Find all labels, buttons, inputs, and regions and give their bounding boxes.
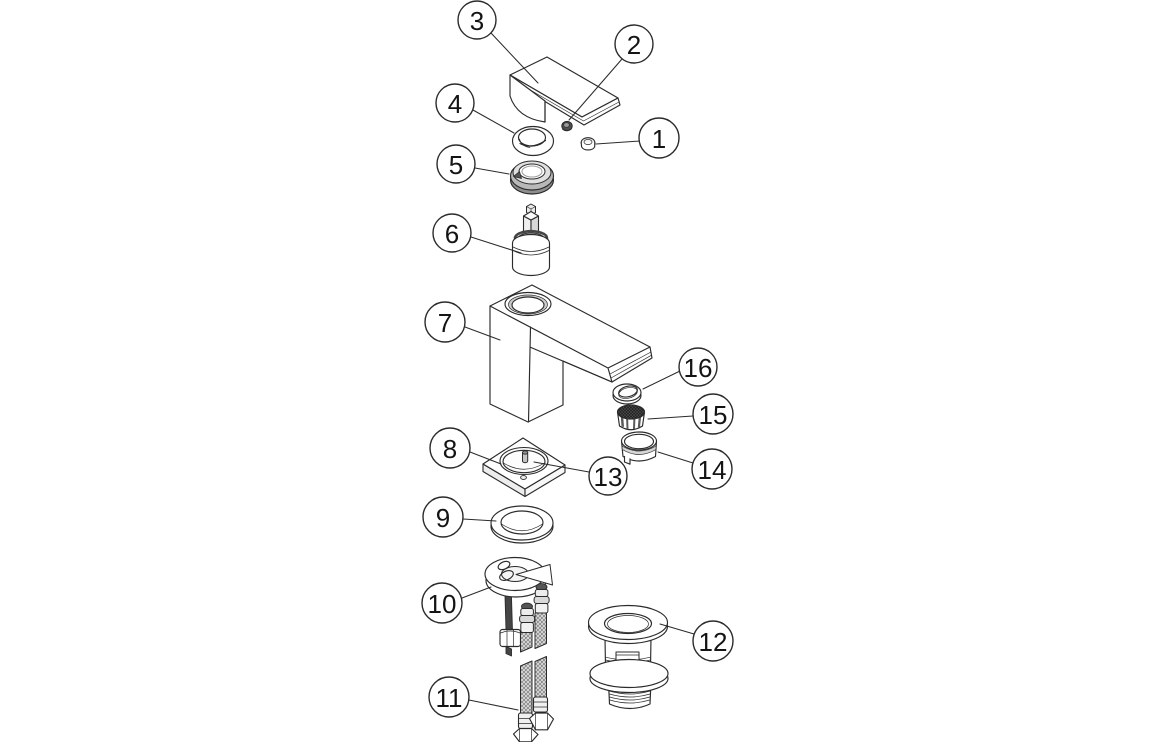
part-base-plate: [482, 437, 566, 498]
part-cover-cap: [580, 137, 596, 151]
callout-1: [638, 117, 680, 159]
callout-6: [432, 213, 472, 253]
leader-line-10: [461, 586, 492, 599]
part-spout-washer: [612, 383, 642, 405]
leader-line-9: [462, 518, 497, 522]
part-seal-washer: [490, 505, 554, 544]
callout-label-8: 8: [443, 434, 457, 464]
part-aerator-insert: [616, 404, 646, 431]
callout-label-3: 3: [470, 6, 484, 36]
callout-5: [436, 144, 476, 184]
part-grub-screw: [561, 120, 573, 132]
part-fixing-pin: [522, 450, 529, 464]
callout-label-11: 11: [436, 683, 463, 713]
leader-line-12: [659, 623, 695, 635]
leader-line-15: [647, 415, 694, 420]
leader-line-13: [533, 461, 590, 473]
callout-4: [435, 83, 475, 123]
callout-label-1: 1: [652, 124, 666, 154]
callout-label-10: 10: [428, 589, 457, 619]
callout-label-13: 13: [594, 462, 623, 492]
callout-label-5: 5: [449, 150, 463, 180]
callout-label-12: 12: [699, 627, 728, 657]
callout-label-14: 14: [698, 455, 727, 485]
part-trim-ring: [511, 125, 555, 157]
part-aerator-housing: [620, 431, 658, 465]
leader-line-7: [464, 326, 501, 341]
callout-16: [678, 347, 718, 387]
leader-line-6: [470, 236, 522, 254]
leader-line-8: [469, 451, 502, 465]
callout-8: [429, 427, 471, 469]
part-cartridge: [511, 203, 551, 277]
part-tap-body: [489, 284, 653, 423]
callout-label-6: 6: [445, 219, 459, 249]
leader-line-11: [468, 699, 519, 711]
part-lock-ring: [509, 160, 555, 195]
callout-label-9: 9: [436, 503, 450, 533]
callout-label-15: 15: [699, 400, 728, 430]
leader-line-4: [472, 109, 515, 134]
callout-3: [457, 0, 497, 40]
callout-10: [421, 582, 463, 624]
leader-line-3: [490, 32, 539, 84]
callout-label-16: 16: [684, 353, 713, 383]
callout-label-7: 7: [438, 308, 452, 338]
callout-9: [422, 496, 464, 538]
callout-14: [691, 448, 733, 490]
callout-2: [614, 24, 654, 64]
part-mounting-kit: [484, 556, 553, 657]
callout-11: [428, 676, 470, 718]
leader-line-14: [657, 451, 694, 464]
part-waste-drain: [587, 604, 669, 710]
callout-label-2: 2: [627, 30, 641, 60]
leader-line-16: [642, 370, 681, 390]
callout-label-4: 4: [448, 89, 462, 119]
leader-line-5: [474, 167, 510, 175]
callout-12: [692, 620, 734, 662]
part-flexi-hoses: [512, 612, 555, 742]
leader-line-1: [595, 140, 641, 145]
callout-15: [692, 393, 734, 435]
leader-line-2: [568, 58, 623, 121]
part-handle: [509, 56, 621, 126]
callout-13: [588, 456, 628, 496]
callout-7: [424, 301, 466, 343]
